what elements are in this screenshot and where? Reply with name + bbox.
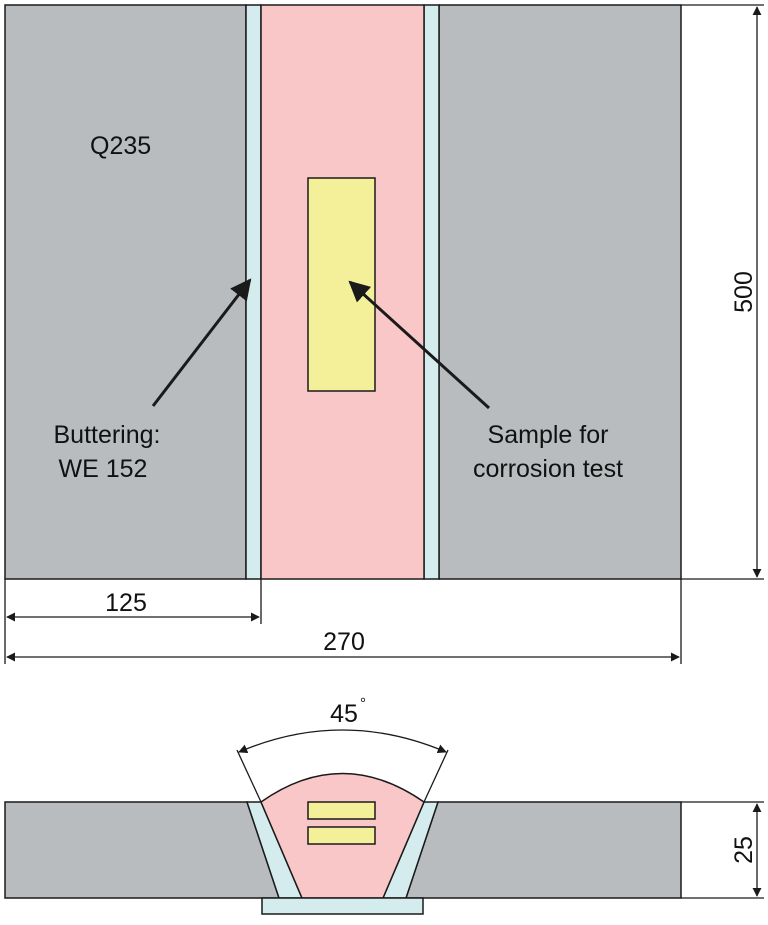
material-label: Q235	[90, 132, 151, 160]
backing-strip	[261, 897, 424, 915]
left-base-section	[4, 801, 281, 899]
dim-label-270: 270	[323, 628, 365, 656]
buttering-label-line2: WE 152	[59, 455, 148, 483]
dim-label-500: 500	[730, 271, 758, 313]
buttering-label-line1: Buttering:	[53, 421, 160, 449]
sample-label-line2: corrosion test	[473, 455, 623, 483]
corrosion-sample	[307, 177, 376, 392]
cross-section-view	[4, 772, 682, 915]
thickness-dimension	[681, 801, 764, 899]
sample-label-line1: Sample for	[488, 421, 609, 449]
left-base-plate	[4, 4, 247, 580]
angle-label: 45	[330, 700, 358, 728]
right-buttering-layer	[423, 4, 440, 580]
angle-arc	[238, 729, 447, 754]
top-view-dimensions	[4, 4, 764, 664]
section-sample-lower	[307, 826, 376, 845]
angle-unit-label: °	[360, 695, 366, 712]
dim-label-25: 25	[730, 836, 758, 864]
groove-angle-dimension	[236, 729, 449, 803]
left-buttering-layer	[245, 4, 262, 580]
top-view: Q235 Buttering: WE 152 Sample for corros…	[4, 4, 682, 580]
buttering-arrow	[151, 278, 252, 407]
right-base-section	[404, 801, 682, 899]
dim-label-125: 125	[105, 589, 147, 617]
sample-arrow	[348, 280, 491, 410]
section-sample-upper	[307, 801, 376, 820]
right-base-plate	[438, 4, 682, 580]
